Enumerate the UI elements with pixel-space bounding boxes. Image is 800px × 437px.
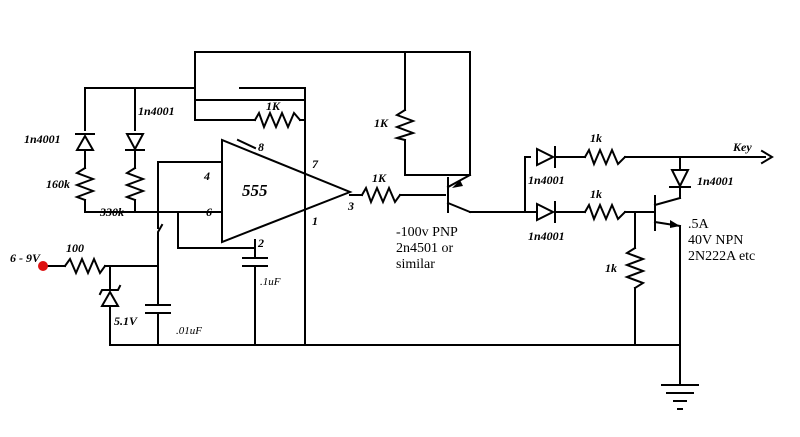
supply-label: 6 - 9V <box>10 251 41 265</box>
timing-cap-label: .1uF <box>260 276 281 288</box>
resistor-160k <box>74 166 96 202</box>
zener-diode <box>98 284 122 307</box>
ground-icon <box>661 384 699 410</box>
pin-8: 8 <box>258 140 264 154</box>
resistor-330k <box>124 166 146 202</box>
resistor-1k-feedback <box>253 110 302 130</box>
timing-r1-label: 160k <box>46 177 70 191</box>
resistor-1k-key <box>583 147 627 167</box>
resistors <box>63 108 646 290</box>
npn-label: .5A 40V NPN 2N222A etc <box>688 217 755 264</box>
zener-label: 5.1V <box>114 314 138 328</box>
bias-resistor-label: 1k <box>605 261 617 275</box>
key-resistor-label: 1k <box>590 131 602 145</box>
supply-terminal <box>38 261 48 271</box>
filter-cap-label: .01uF <box>176 325 202 337</box>
capacitors <box>145 257 268 314</box>
transistor-npn <box>653 195 682 231</box>
feedback-r-label: 1K <box>266 99 281 113</box>
key-arrow-icon <box>760 149 774 165</box>
capacitor-filter <box>145 304 171 314</box>
diode-right-top <box>536 146 556 168</box>
timing-r2-label: 330k <box>99 205 124 219</box>
diode-collector <box>669 169 691 189</box>
diode-right-bottom <box>536 201 556 223</box>
diodes <box>75 133 691 307</box>
pin-3: 3 <box>347 199 354 213</box>
diode-4-label: 1n4001 <box>528 229 565 243</box>
key-label: Key <box>732 140 752 154</box>
pin-2: 2 <box>257 236 264 250</box>
pullup-resistor-label: 1K <box>374 116 389 130</box>
out-resistor-label: 1K <box>372 171 387 185</box>
resistor-100 <box>63 256 107 276</box>
diode-left-1 <box>75 133 95 151</box>
input-resistor-label: 100 <box>66 241 84 255</box>
pin-6: 6 <box>206 205 212 219</box>
resistor-1k-base <box>583 202 627 222</box>
pin-1: 1 <box>312 214 318 228</box>
diode-5-label: 1n4001 <box>697 174 734 188</box>
pnp-label: -100v PNP 2n4501 or similar <box>396 225 461 272</box>
resistor-1k-output <box>360 185 402 205</box>
diode-3-label: 1n4001 <box>528 173 565 187</box>
diode-left-2 <box>125 133 145 152</box>
wires <box>44 51 766 386</box>
base-resistor-label: 1k <box>590 187 602 201</box>
diode-1-label: 1n4001 <box>24 132 61 146</box>
diode-2-label: 1n4001 <box>138 104 175 118</box>
transistor-pnp <box>446 173 472 214</box>
pin-7: 7 <box>312 157 319 171</box>
capacitor-timing <box>242 257 268 273</box>
resistor-1k-pullup <box>393 108 417 142</box>
pin-4: 4 <box>203 169 210 183</box>
chip-name: 555 <box>242 181 268 200</box>
resistor-1k-bias <box>624 246 646 290</box>
ic-555 <box>221 138 353 244</box>
